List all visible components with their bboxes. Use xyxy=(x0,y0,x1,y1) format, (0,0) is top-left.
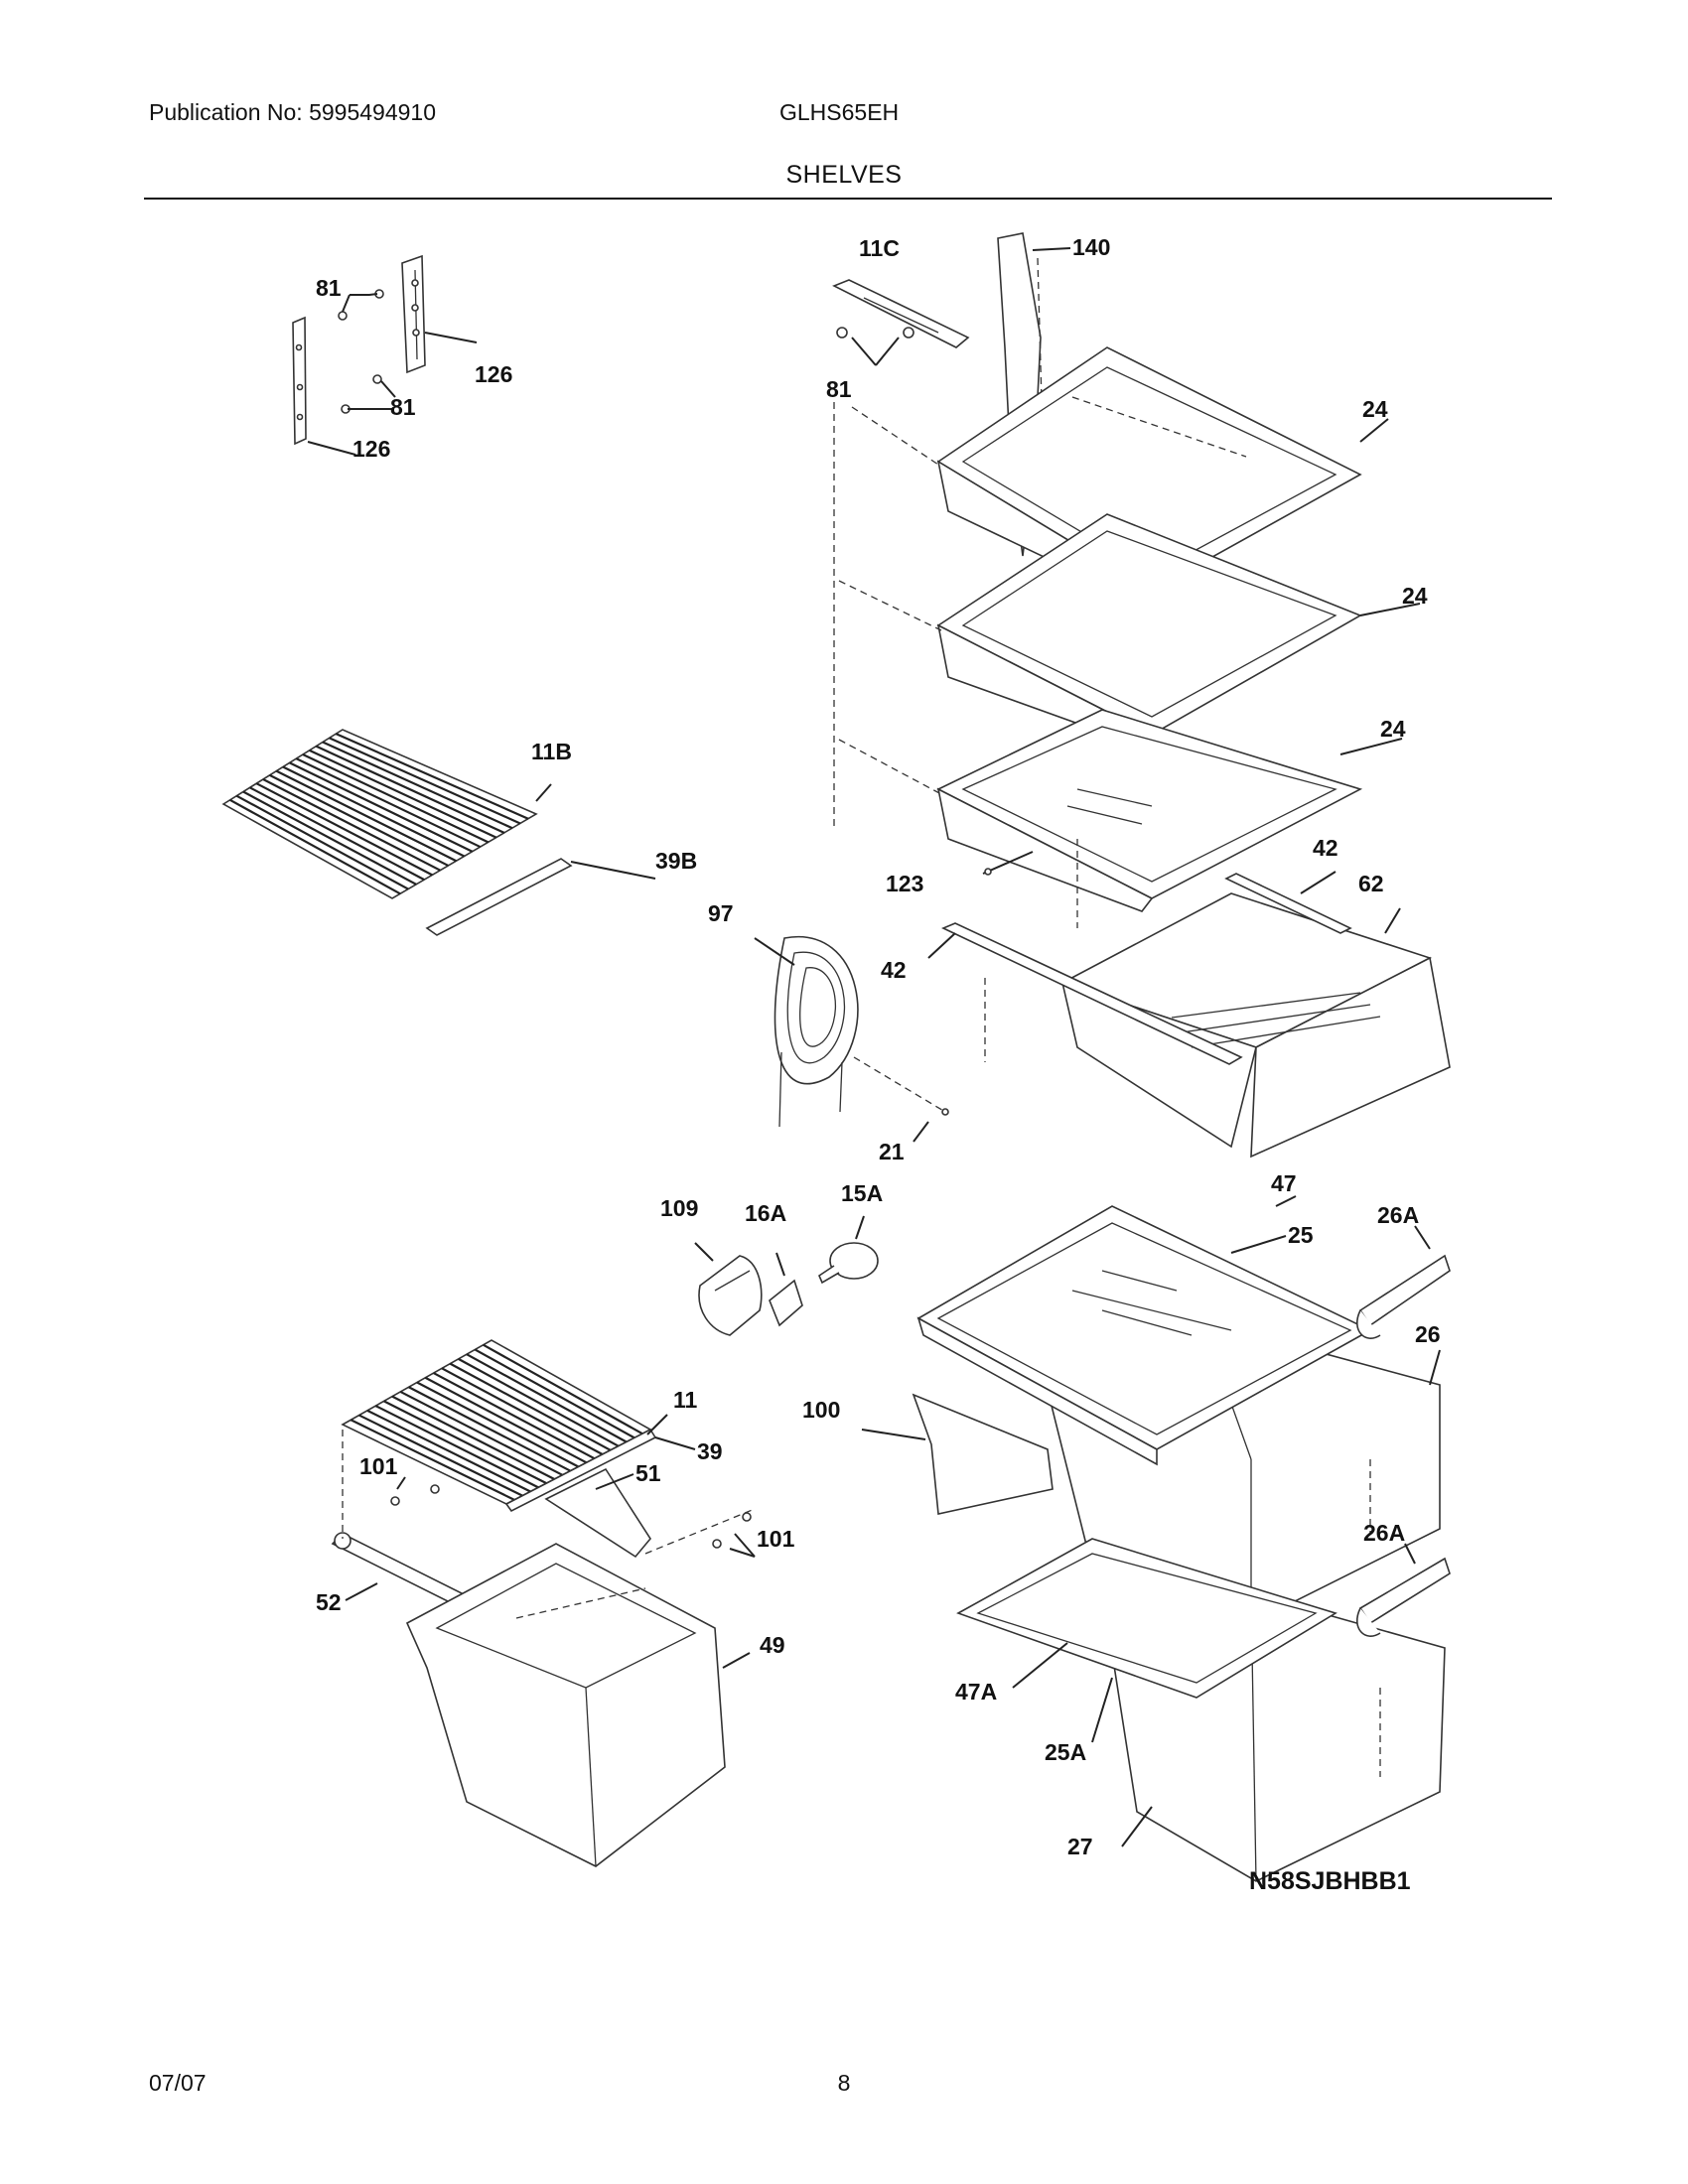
callout-126: 126 xyxy=(352,436,390,462)
callout-16a: 16A xyxy=(745,1200,786,1226)
callout-51: 51 xyxy=(635,1460,661,1486)
callout-24: 24 xyxy=(1380,716,1406,742)
callout-39: 39 xyxy=(697,1438,723,1464)
header-rule xyxy=(144,198,1552,200)
callout-21: 21 xyxy=(879,1139,905,1164)
bin-49 xyxy=(405,1543,726,1867)
screws-81 xyxy=(338,289,384,414)
callout-62: 62 xyxy=(1358,871,1384,896)
callout-26a: 26A xyxy=(1377,1202,1419,1228)
callout-97: 97 xyxy=(708,900,734,926)
callout-42: 42 xyxy=(881,957,907,983)
light-housing-109 xyxy=(698,1255,763,1336)
callout-11: 11 xyxy=(673,1387,698,1413)
callout-123: 123 xyxy=(886,871,923,896)
callout-26: 26 xyxy=(1415,1321,1441,1347)
wire-shelf-11b xyxy=(221,729,538,899)
bracket-126-lower xyxy=(292,316,307,446)
slide-51 xyxy=(544,1467,651,1559)
callout-101: 101 xyxy=(359,1453,398,1479)
callout-49: 49 xyxy=(760,1632,785,1658)
callout-81: 81 xyxy=(390,394,416,420)
callout-11c: 11C xyxy=(859,235,900,261)
callout-27: 27 xyxy=(1067,1834,1093,1859)
bulb-15a xyxy=(818,1242,879,1285)
callout-109: 109 xyxy=(660,1195,698,1221)
trim-39b xyxy=(425,858,573,936)
bracket-26a-upper xyxy=(1355,1254,1451,1339)
glass-cover-25a xyxy=(956,1538,1337,1699)
callout-24: 24 xyxy=(1402,583,1428,609)
bracket-11c xyxy=(832,279,970,348)
divider-100 xyxy=(912,1393,1054,1515)
harness-coil-97 xyxy=(774,935,859,1128)
callout-25a: 25A xyxy=(1045,1739,1086,1765)
callout-42: 42 xyxy=(1313,835,1338,861)
callout-47a: 47A xyxy=(955,1679,997,1705)
callout-81: 81 xyxy=(316,275,342,301)
callout-47: 47 xyxy=(1271,1170,1297,1196)
callout-15a: 15A xyxy=(841,1180,883,1206)
crisper-drawer-62 xyxy=(1059,892,1451,1159)
callout-126: 126 xyxy=(475,361,512,387)
glass-shelf-24-middle xyxy=(936,513,1362,748)
model-number: GLHS65EH xyxy=(779,99,900,125)
section-title: SHELVES xyxy=(785,161,903,189)
callout-52: 52 xyxy=(316,1589,342,1615)
glass-shelf-24-bottom xyxy=(936,709,1363,912)
slide-rail-42 xyxy=(941,873,1352,1065)
bracket-126-upper xyxy=(401,254,426,374)
revision-date: 07/07 xyxy=(149,2070,207,2096)
callout-140: 140 xyxy=(1072,234,1110,260)
callout-25: 25 xyxy=(1288,1222,1314,1248)
callout-101: 101 xyxy=(757,1526,795,1552)
socket-16a xyxy=(769,1279,803,1327)
callout-26a: 26A xyxy=(1363,1520,1405,1546)
publication-number: Publication No: 5995494910 xyxy=(149,99,437,125)
page-number: 8 xyxy=(837,2070,851,2096)
diagram-code: N58SJBHBB1 xyxy=(1249,1867,1411,1895)
bracket-26a-lower xyxy=(1355,1557,1451,1637)
callout-24: 24 xyxy=(1362,396,1388,422)
callout-11b: 11B xyxy=(531,739,572,764)
callout-39b: 39B xyxy=(655,848,697,874)
callout-81: 81 xyxy=(826,376,852,402)
callout-100: 100 xyxy=(802,1397,840,1423)
